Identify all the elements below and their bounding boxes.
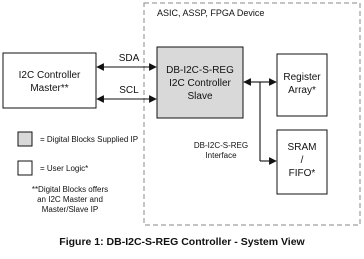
interface-label-line1: DB-I2C-S-REG — [194, 141, 248, 150]
sram-fifo-label-line2: / — [301, 155, 304, 166]
footnote-line2: an I2C Master and — [37, 195, 103, 204]
sram-fifo-label-line3: FIFO* — [289, 168, 316, 179]
legend-supplied-swatch — [17, 131, 33, 147]
i2c-master-label-line2: Master** — [30, 83, 68, 94]
core-label-line2: I2C Controller — [169, 78, 231, 89]
legend-supplied-label: = Digital Blocks Supplied IP — [40, 135, 138, 144]
legend-user-swatch — [17, 160, 33, 176]
figure-caption: Figure 1: DB-I2C-S-REG Controller - Syst… — [59, 236, 305, 248]
sram-fifo-label-line1: SRAM — [288, 142, 317, 153]
core-block — [156, 46, 244, 119]
core-label-line1: DB-I2C-S-REG — [166, 65, 234, 76]
footnote-line1: **Digital Blocks offers — [32, 185, 108, 194]
i2c-master-block — [2, 52, 97, 109]
register-array-block — [276, 53, 328, 117]
device-boundary-label: ASIC, ASSP, FPGA Device — [157, 8, 264, 18]
core-label-line3: Slave — [187, 91, 212, 102]
register-array-label-line1: Register — [283, 72, 321, 83]
sram-fifo-block — [276, 129, 328, 195]
scl-label: SCL — [119, 85, 139, 96]
interface-label-line2: Interface — [205, 151, 237, 160]
device-boundary — [143, 2, 361, 226]
register-array-label-line2: Array* — [288, 85, 316, 96]
i2c-master-label-line1: I2C Controller — [19, 70, 81, 81]
footnote-line3: Master/Slave IP — [42, 205, 98, 214]
legend-user-label: = User Logic* — [40, 164, 88, 173]
sda-label: SDA — [119, 53, 140, 64]
